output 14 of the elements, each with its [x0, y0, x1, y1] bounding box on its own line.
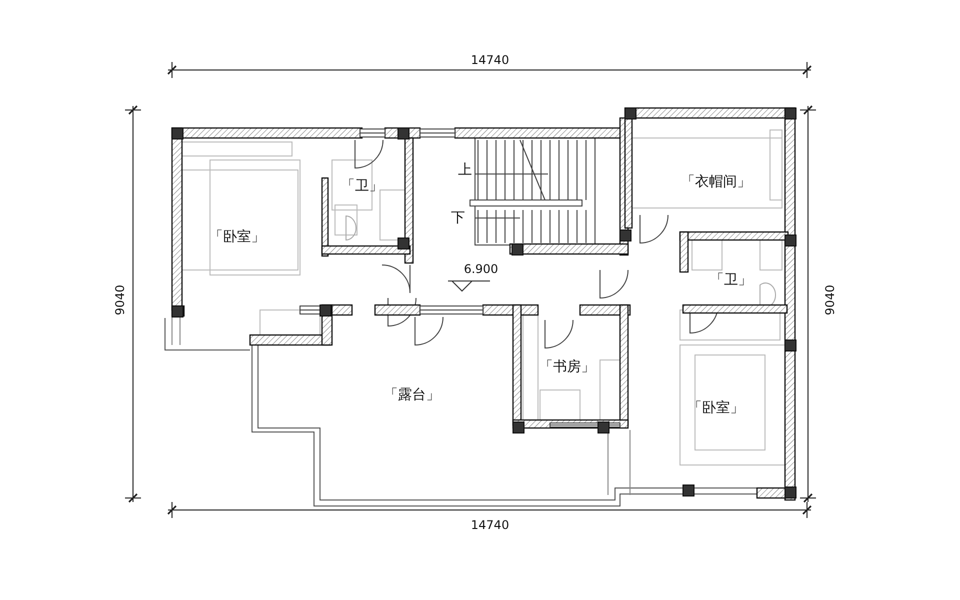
- room-label: 「书房」: [539, 360, 595, 374]
- dimension-text: 9040: [114, 284, 126, 316]
- dimension-text: 9040: [824, 284, 836, 316]
- level-text: 6.900: [464, 263, 498, 275]
- room-label: 「卫」: [341, 179, 383, 193]
- room-label: 「露台」: [384, 388, 440, 402]
- room-label: 「卫」: [710, 273, 752, 287]
- dimension-text: 14740: [470, 519, 510, 531]
- stair-direction-label: 下: [451, 211, 465, 225]
- room-label: 「卧室」: [209, 230, 265, 244]
- stair-direction-label: 上: [458, 163, 472, 177]
- room-label: 「卧室」: [688, 401, 744, 415]
- room-label: 「衣帽间」: [681, 175, 751, 189]
- dimension-text: 14740: [470, 54, 510, 66]
